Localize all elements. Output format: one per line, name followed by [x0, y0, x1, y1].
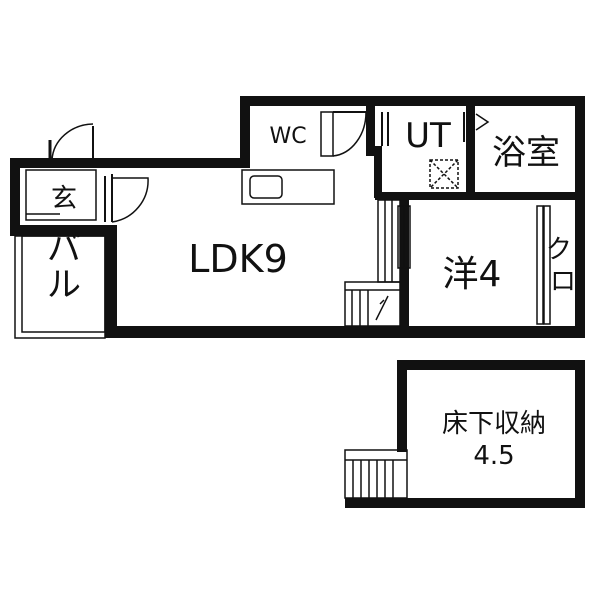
- entrance: 玄: [25, 123, 149, 223]
- balcony-label-char: ル: [47, 265, 81, 305]
- wall-top-upper: [240, 96, 585, 106]
- closet-door-2: [543, 205, 551, 325]
- wall-ut-bath: [466, 106, 475, 196]
- storage-wall-left: [397, 360, 407, 452]
- storage-wall-right: [575, 360, 585, 508]
- wall-top-ldk: [10, 158, 250, 168]
- stair-arrow-icon: [375, 295, 389, 321]
- storage-label: 床下収納: [442, 409, 546, 439]
- wc-door-frame: [320, 111, 334, 157]
- stairs-main: [344, 199, 401, 327]
- entrance-label: 玄: [51, 184, 77, 214]
- western-room: 洋4 ク ロ: [397, 205, 580, 325]
- balcony-label: バル: [47, 229, 81, 305]
- washer-space: [429, 159, 459, 189]
- closet-door-1: [536, 205, 544, 325]
- wall-balcony-ldk: [105, 225, 117, 338]
- bath-door-icon: [475, 113, 490, 131]
- ut-label: UT: [405, 116, 451, 156]
- wall-ut-left: [374, 146, 382, 198]
- bath-room: 浴室: [492, 133, 560, 173]
- main-unit-walls: [10, 96, 585, 338]
- wc-room: WC: [269, 111, 367, 157]
- closet-label: ク ロ: [546, 235, 580, 297]
- kitchen-counter: [241, 169, 335, 205]
- balcony-inner: [21, 235, 106, 333]
- underfloor-storage: 床下収納 4.5: [344, 360, 585, 508]
- ut-room: UT: [381, 112, 490, 189]
- closet-label-line-1: ク: [546, 235, 572, 265]
- entrance-door-swing: [51, 123, 94, 161]
- closet-label-line-2: ロ: [550, 267, 576, 297]
- balcony-label-char: バ: [47, 229, 81, 269]
- storage-stairs: [344, 449, 408, 499]
- wall-upper-western: [375, 192, 585, 200]
- ldk-room: LDK9: [188, 169, 335, 281]
- stairs-landing: [344, 281, 401, 327]
- western-label: 洋4: [443, 254, 502, 295]
- wc-door-swing: [332, 111, 367, 157]
- western-door-2: [403, 205, 411, 269]
- washer-diag-2: [429, 159, 459, 189]
- stairs-top-run: [377, 199, 401, 283]
- wall-entrance-balcony: [10, 225, 115, 236]
- ldk-label: LDK9: [188, 237, 288, 281]
- wall-right: [575, 96, 585, 338]
- entrance-outline: [25, 169, 97, 221]
- balcony: バル: [14, 229, 106, 339]
- kitchen-sink: [249, 175, 283, 199]
- washer-diag-1: [429, 159, 459, 189]
- wall-wc-left: [240, 96, 250, 162]
- ldk-door-swing: [111, 177, 149, 223]
- wall-bottom: [105, 326, 585, 338]
- wall-left-entrance: [10, 158, 20, 236]
- wall-wc-ut: [366, 96, 375, 156]
- storage-wall-top: [397, 360, 585, 370]
- storage-wall-bottom: [345, 498, 585, 508]
- storage-size-label: 4.5: [473, 441, 514, 471]
- wc-label: WC: [269, 124, 306, 149]
- bath-label: 浴室: [492, 133, 560, 173]
